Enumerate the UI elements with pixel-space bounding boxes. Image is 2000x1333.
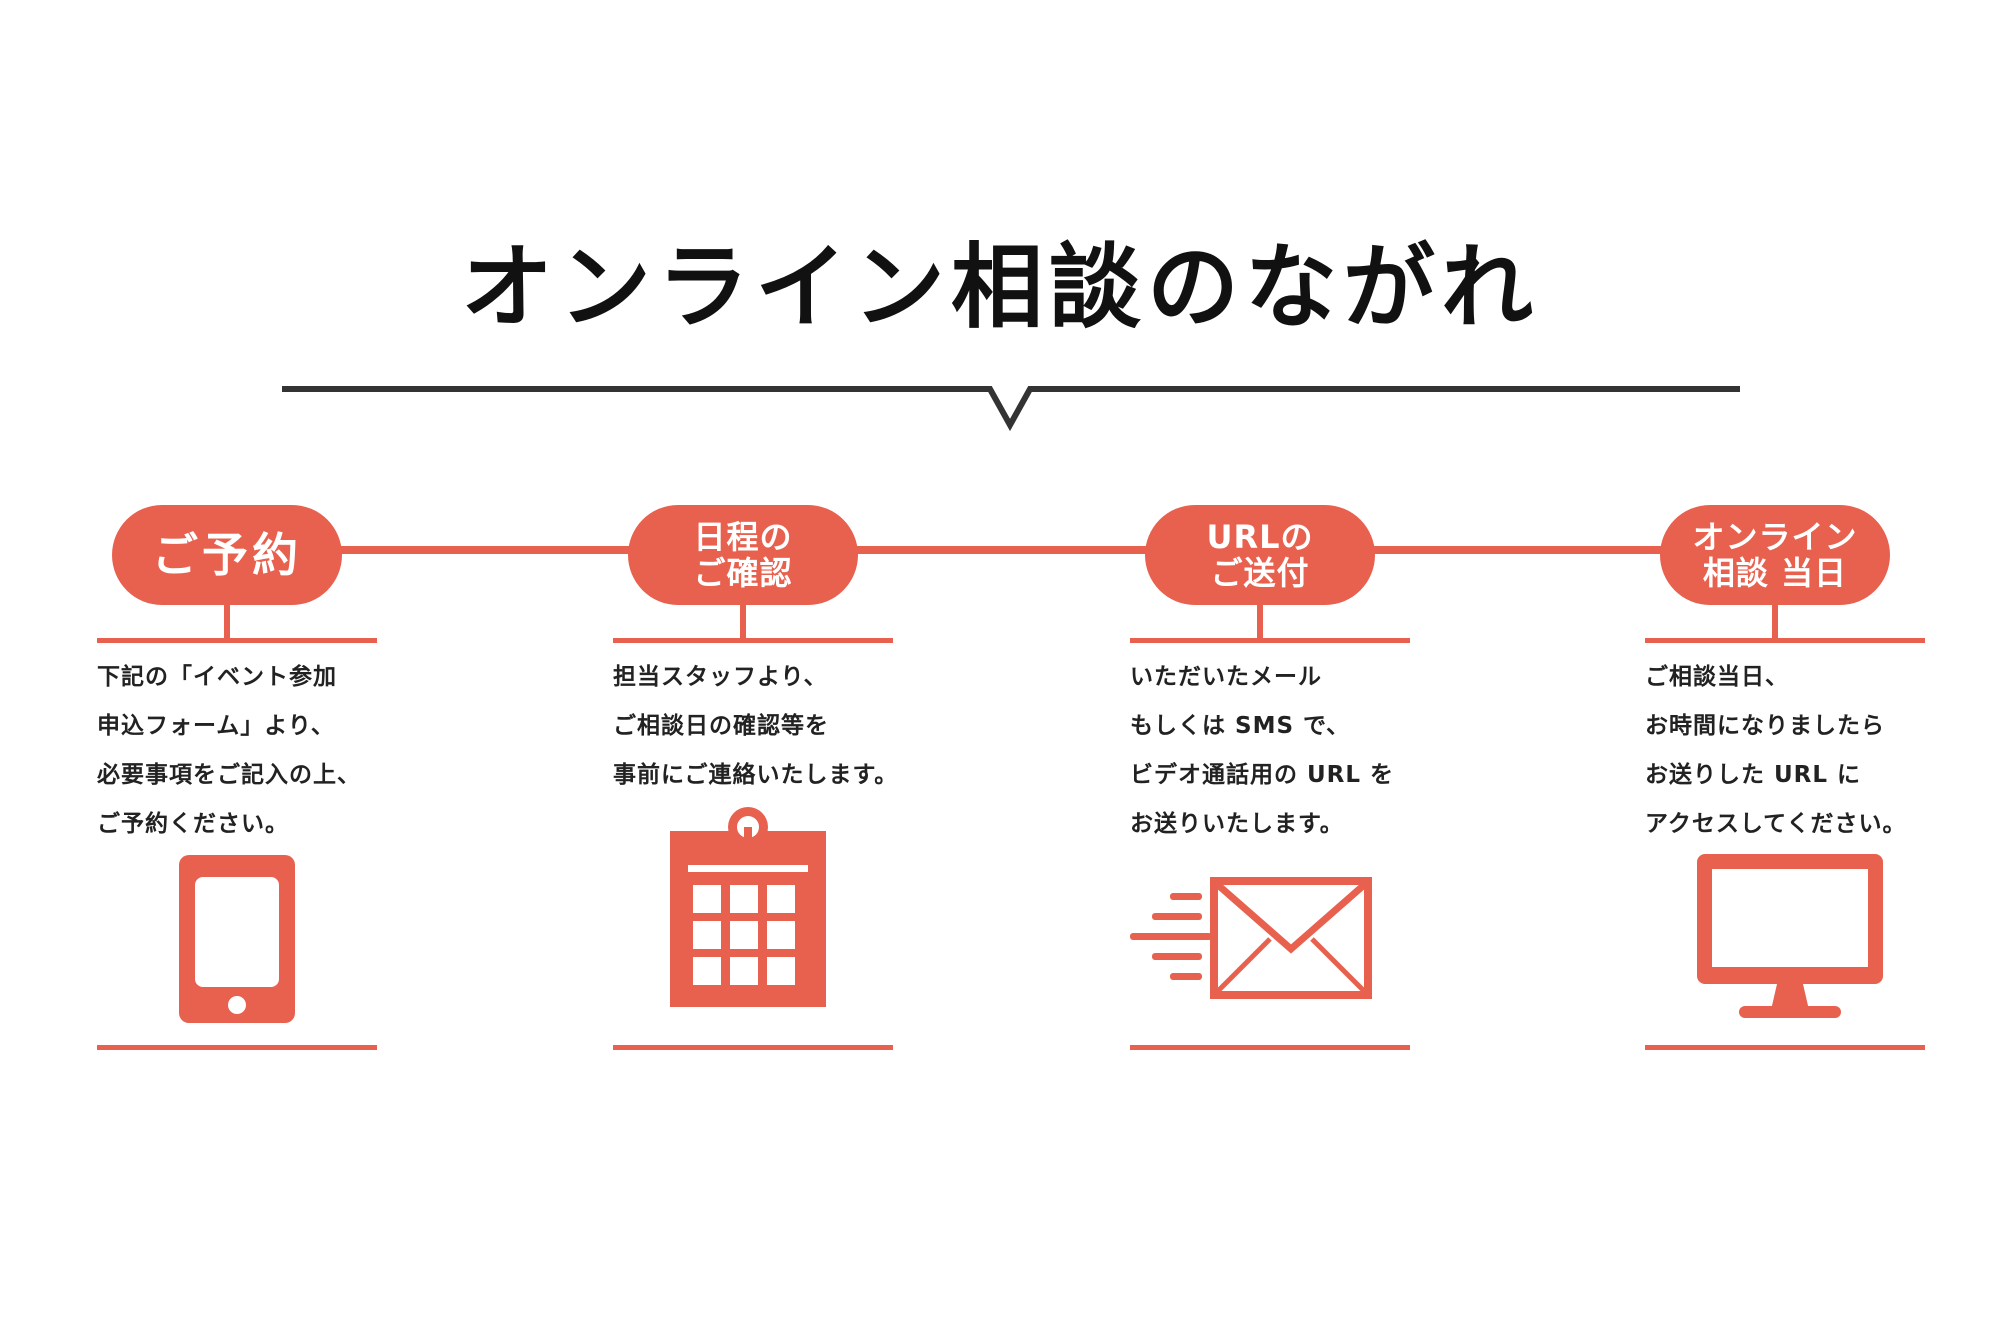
description-line: お送りいたします。 <box>1130 811 1344 837</box>
step-description: ご相談当日、 お時間になりましたら お送りした URL に アクセスしてください… <box>1645 653 1935 849</box>
description-line: 申込フォーム」より、 <box>97 713 335 739</box>
step-top-rule <box>1645 638 1925 643</box>
pill-connector <box>224 605 230 640</box>
monitor-icon <box>1697 854 1883 1018</box>
step-label: オンライン 相談 当日 <box>1660 505 1890 605</box>
description-line: ご予約ください。 <box>97 811 289 837</box>
description-line: 事前にご連絡いたします。 <box>613 762 899 788</box>
step-bottom-rule <box>613 1045 893 1050</box>
step-top-rule <box>97 638 377 643</box>
description-line: 担当スタッフより、 <box>613 664 828 690</box>
description-line: ビデオ通話用の URL を <box>1130 762 1395 788</box>
step-description: 下記の「イベント参加 申込フォーム」より、 必要事項をご記入の上、 ご予約くださ… <box>97 653 387 849</box>
description-line: いただいたメール <box>1130 664 1322 690</box>
step-description: いただいたメール もしくは SMS で、 ビデオ通話用の URL を お送りいた… <box>1130 653 1420 849</box>
step-url-delivery: URLの ご送付 いただいたメール もしくは SMS で、 ビデオ通話用の UR… <box>1130 505 1410 1050</box>
description-line: 下記の「イベント参加 <box>97 664 337 690</box>
step-label: ご予約 <box>112 505 342 605</box>
mail-icon <box>1130 877 1372 999</box>
calendar-icon <box>670 807 826 1007</box>
pill-connector <box>1257 605 1263 640</box>
step-bottom-rule <box>1645 1045 1925 1050</box>
smartphone-icon <box>179 855 295 1023</box>
description-line: 必要事項をご記入の上、 <box>97 762 361 788</box>
timeline-line <box>300 546 1700 554</box>
description-line: ご相談日の確認等を <box>613 713 829 739</box>
description-line: ご相談当日、 <box>1645 664 1789 690</box>
step-schedule-confirm: 日程の ご確認 担当スタッフより、 ご相談日の確認等を 事前にご連絡いたします。 <box>613 505 897 1050</box>
description-line: お送りした URL に <box>1645 762 1862 788</box>
step-bottom-rule <box>1130 1045 1410 1050</box>
step-top-rule <box>1130 638 1410 643</box>
title-divider <box>282 386 1740 432</box>
step-label: URLの ご送付 <box>1145 505 1375 605</box>
description-line: もしくは SMS で、 <box>1130 713 1351 739</box>
pill-connector <box>740 605 746 640</box>
page-title: オンライン相談のながれ <box>460 234 1539 341</box>
step-label: 日程の ご確認 <box>628 505 858 605</box>
step-bottom-rule <box>97 1045 377 1050</box>
step-top-rule <box>613 638 893 643</box>
step-description: 担当スタッフより、 ご相談日の確認等を 事前にご連絡いたします。 <box>613 653 903 800</box>
step-reservation: ご予約 下記の「イベント参加 申込フォーム」より、 必要事項をご記入の上、 ご予… <box>97 505 377 1050</box>
description-line: アクセスしてください。 <box>1645 811 1907 837</box>
description-line: お時間になりましたら <box>1645 713 1885 739</box>
step-consultation-day: オンライン 相談 当日 ご相談当日、 お時間になりましたら お送りした URL … <box>1645 505 1925 1050</box>
pill-connector <box>1772 605 1778 640</box>
